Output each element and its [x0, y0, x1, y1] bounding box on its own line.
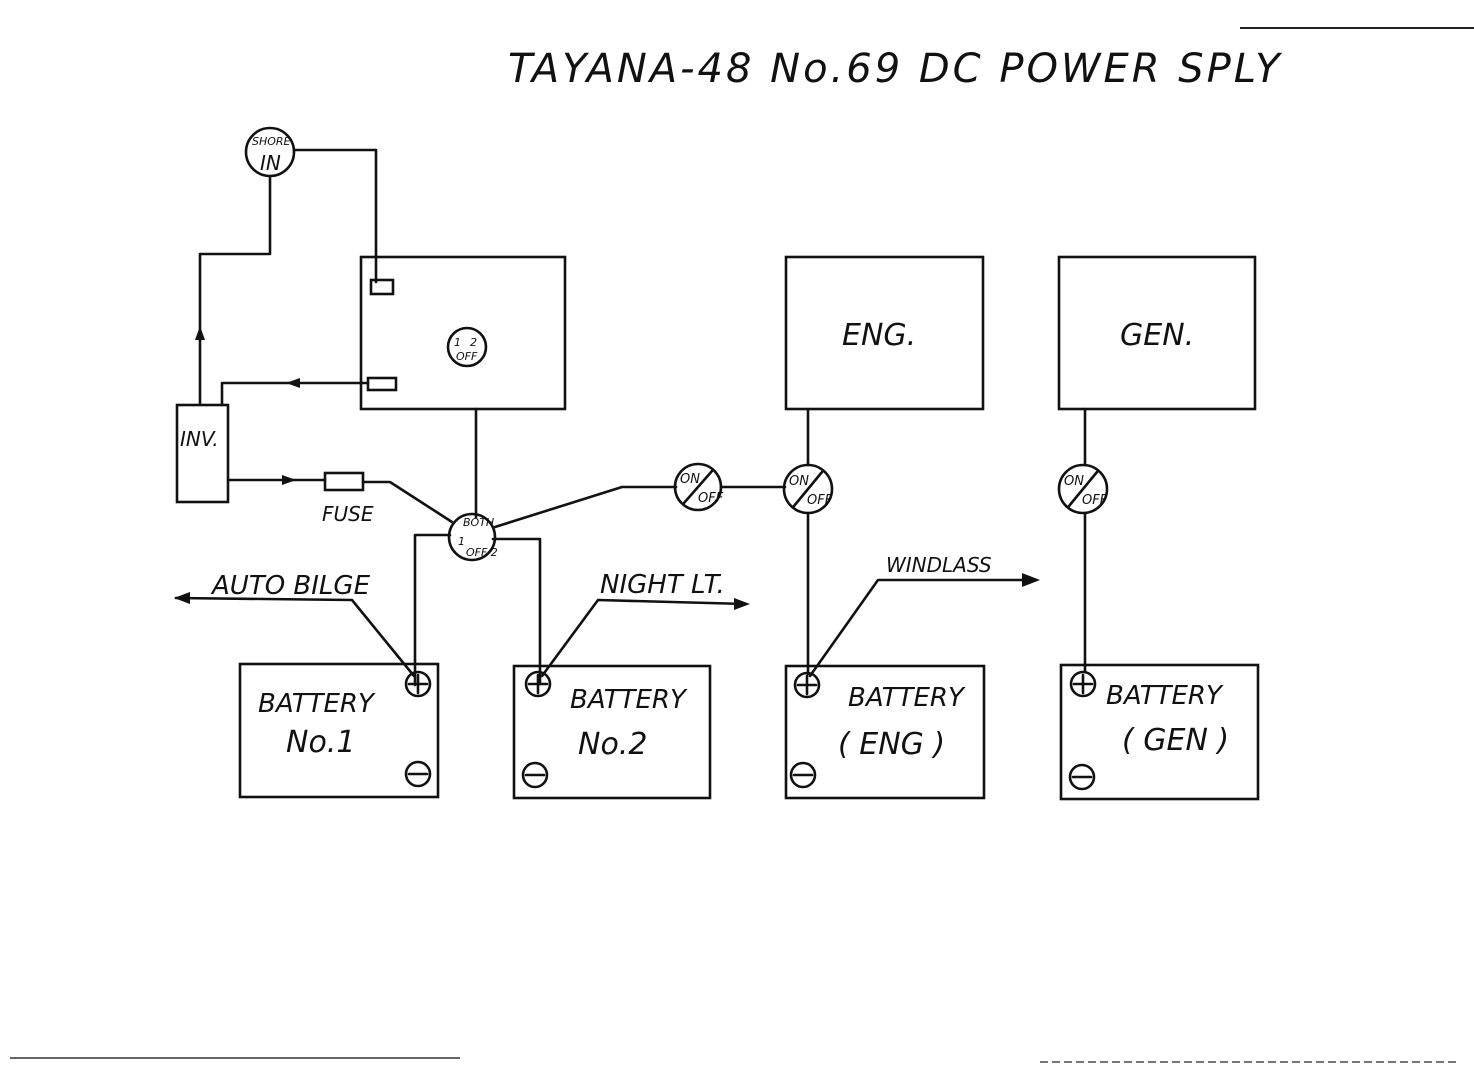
battery-gen-box [1059, 663, 1260, 801]
wire-auto-bilge [174, 596, 416, 678]
panel-switch-off: OFF [456, 350, 478, 363]
wire-windlass [808, 578, 1036, 678]
battery-gen-name: ( GEN ) [1122, 723, 1229, 758]
main-panel-box [359, 255, 567, 411]
battery-selector-switch [447, 512, 497, 562]
battery-eng-box [784, 664, 986, 800]
panel-switch-2: 2 [470, 336, 477, 349]
battery-1-name: No.1 [286, 725, 355, 760]
battery-2-positive [524, 670, 552, 698]
auto-bilge-label: AUTO BILGE [210, 571, 371, 601]
switch-a-off: OFF [698, 491, 724, 506]
wire-fuse-to-selector [361, 480, 454, 524]
battery-eng-name: ( ENG ) [838, 727, 945, 762]
night-light-label: NIGHT LT. [600, 570, 725, 600]
wire-night-light [540, 598, 748, 678]
shore-label-bottom: IN [260, 151, 281, 175]
wire-shore-to-inverter [198, 174, 272, 406]
arrow-inverter-up [195, 326, 205, 340]
switch-c-off: OFF [1082, 493, 1108, 508]
arrow-windlass [1022, 573, 1040, 587]
shore-label-top: SHORE [252, 135, 291, 148]
wire-selector-to-switch-a [493, 485, 678, 529]
battery-1-box [238, 662, 440, 799]
battery-2-box [512, 664, 712, 800]
wire-selector-to-battery-2 [491, 537, 542, 686]
selector-label-both: BOTH [463, 516, 494, 529]
arrow-night-light [734, 598, 750, 610]
battery-2-label: BATTERY [570, 685, 688, 715]
engine-box [784, 255, 985, 411]
switch-c-on: ON [1064, 474, 1084, 489]
inverter-label: INV. [180, 427, 219, 451]
panel-selector-switch [446, 326, 488, 368]
panel-switch-1: 1 [454, 336, 461, 349]
generator-label: GEN. [1120, 318, 1194, 353]
wire-inverter-to-panel [220, 381, 370, 407]
battery-1-label: BATTERY [258, 689, 376, 719]
switch-c-symbol [1057, 463, 1109, 515]
selector-label-1: 1 [458, 535, 465, 548]
generator-box [1057, 255, 1257, 411]
fuse-symbol [323, 471, 365, 492]
wire-shore-to-panel [292, 148, 378, 284]
windlass-label: WINDLASS [886, 553, 992, 577]
switch-b-on: ON [789, 474, 809, 489]
battery-eng-positive [793, 671, 821, 699]
battery-eng-label: BATTERY [848, 683, 966, 713]
battery-gen-positive [1069, 670, 1097, 698]
panel-terminal-shore [369, 278, 395, 296]
fuse-label: FUSE [322, 502, 374, 526]
wire-selector-to-battery-1 [413, 533, 452, 687]
battery-1-negative [404, 760, 432, 788]
battery-1-positive [404, 670, 432, 698]
switch-a-slash [682, 469, 714, 505]
arrow-auto-bilge [174, 592, 190, 604]
switch-b-off: OFF [807, 493, 833, 508]
diagram-title: TAYANA-48 No.69 DC POWER SPLY [508, 46, 1283, 92]
switch-b-slash [792, 470, 824, 508]
arrow-to-fuse [282, 475, 296, 485]
battery-2-name: No.2 [578, 727, 647, 762]
inverter-box [175, 403, 230, 504]
engine-label: ENG. [842, 318, 916, 353]
battery-gen-label: BATTERY [1106, 681, 1224, 711]
battery-2-negative [521, 761, 549, 789]
selector-label-off: OFF 2 [466, 546, 498, 559]
panel-terminal-inverter [366, 376, 398, 392]
arrow-to-inverter [286, 378, 300, 388]
battery-gen-negative [1068, 763, 1096, 791]
switch-a-on: ON [680, 472, 700, 487]
battery-eng-negative [789, 761, 817, 789]
switch-c-slash [1067, 470, 1099, 508]
